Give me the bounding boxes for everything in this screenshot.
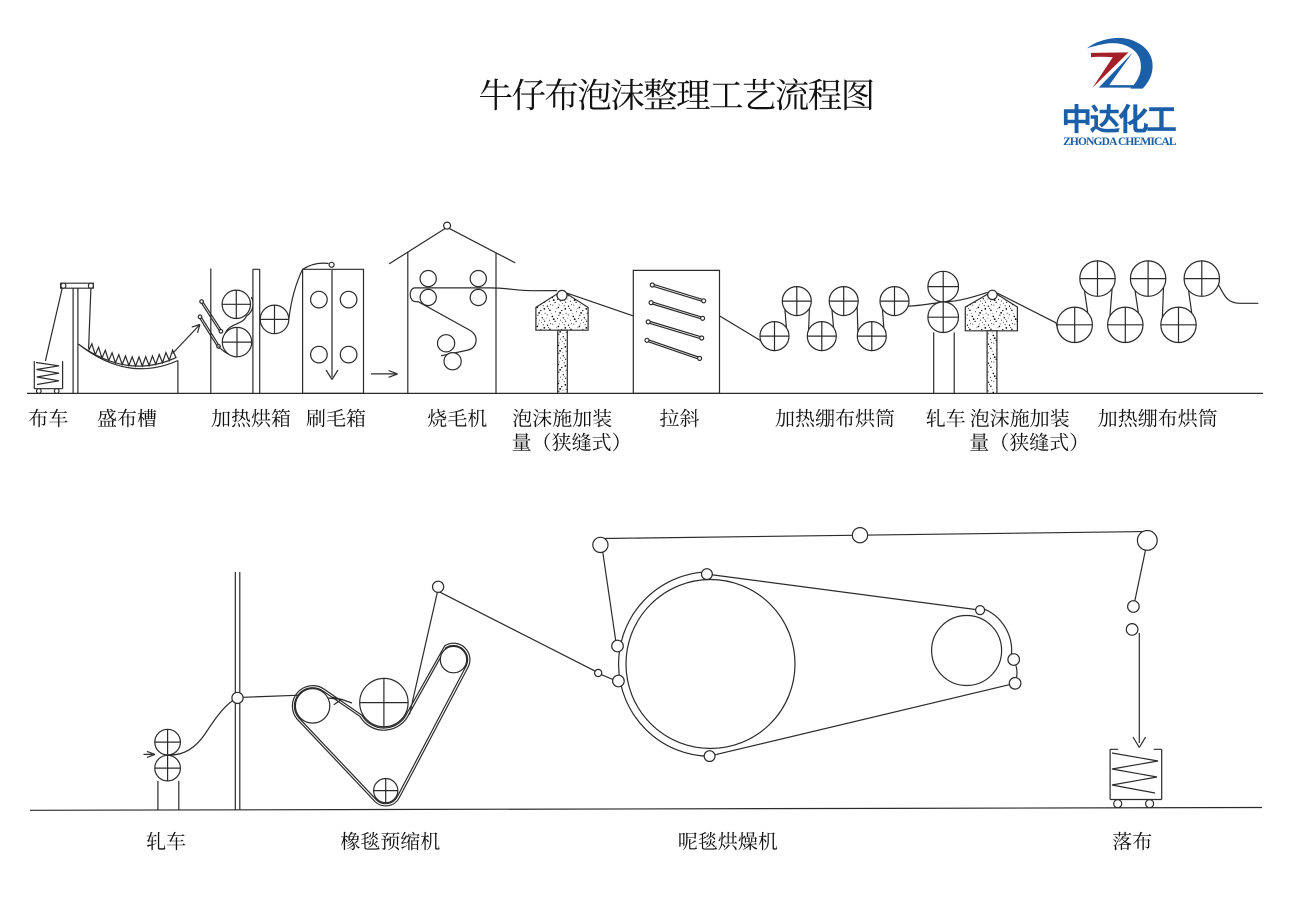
svg-text:ZHONGDA CHEMICAL: ZHONGDA CHEMICAL [1063, 136, 1177, 148]
